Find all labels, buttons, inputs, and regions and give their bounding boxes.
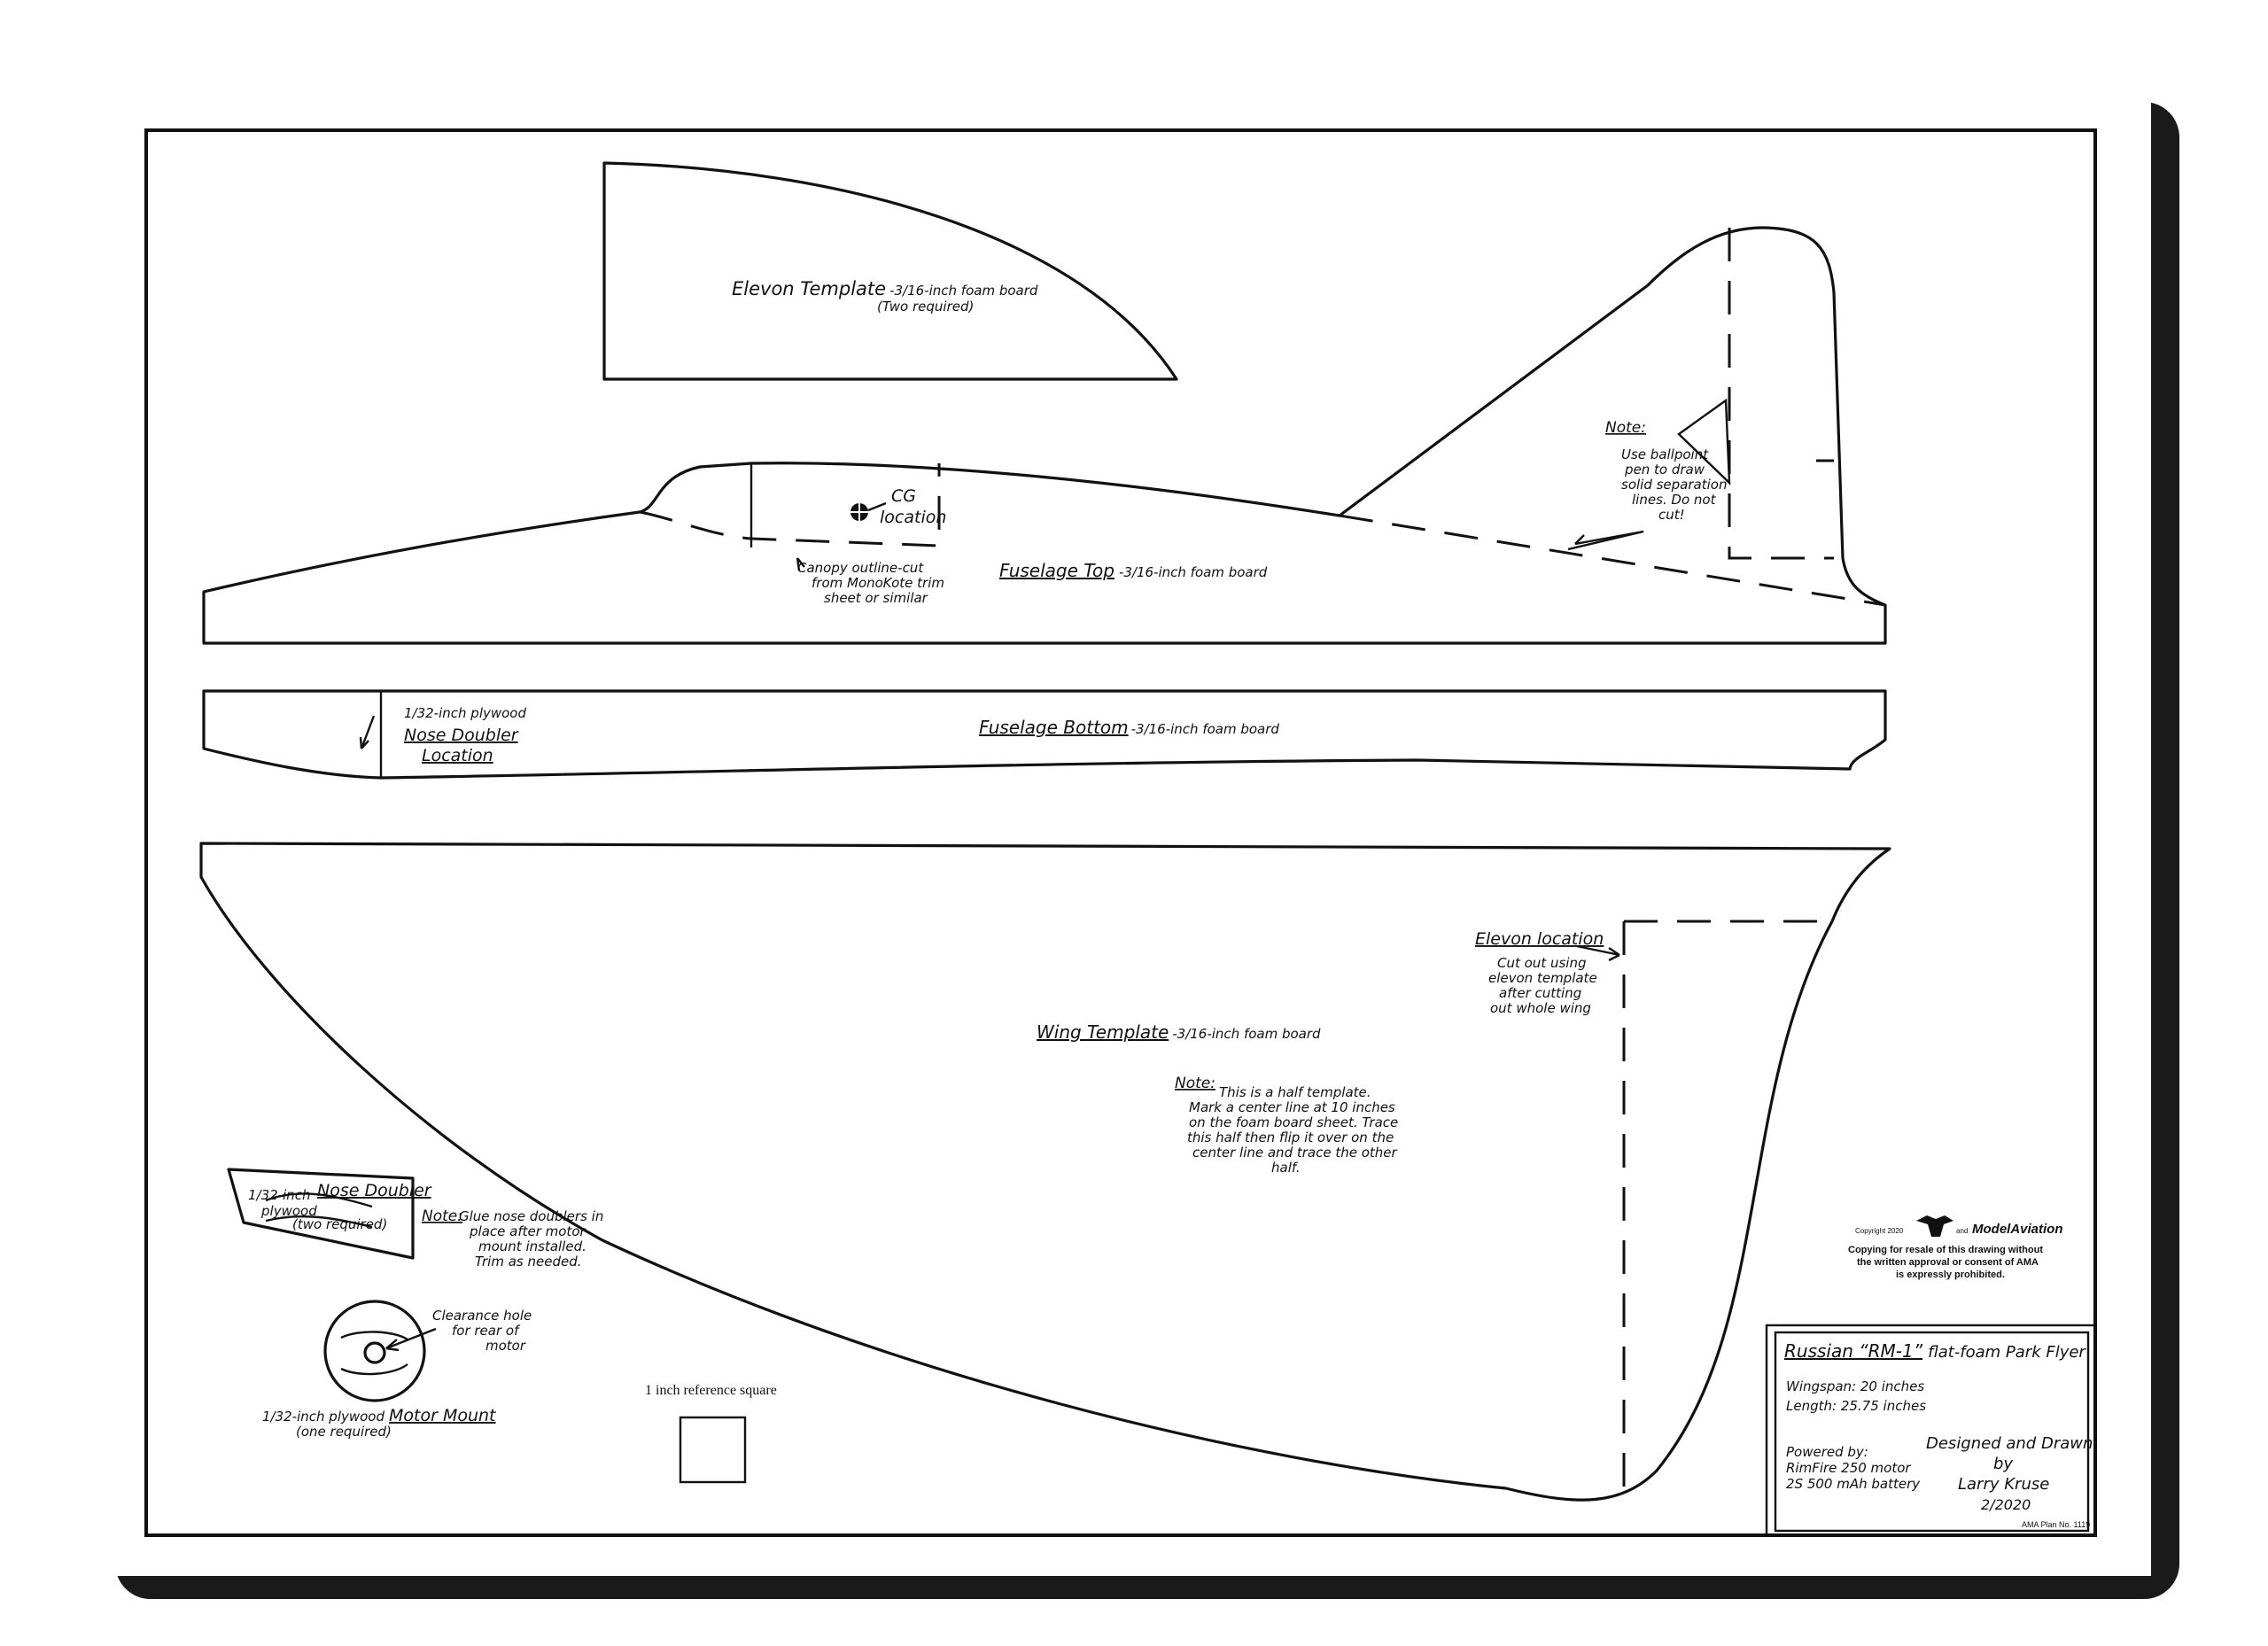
fuselage-top-title: Fuselage Top [999, 560, 1115, 581]
clearance-hole-line-2: for rear of [452, 1323, 521, 1339]
model-aviation-logo: ModelAviation [1972, 1222, 2063, 1237]
fuselage-top-material: -3/16-inch foam board [1119, 564, 1268, 580]
battery-spec: 2S 500 mAh battery [1786, 1476, 1921, 1492]
svg-text:Russian “RM-1”flat-foam Park F: Russian “RM-1” flat-foam Park Flyer [1784, 1340, 2086, 1362]
fuselage-bottom-title: Fuselage Bottom [979, 717, 1129, 738]
svg-text:Fuselage Top-3/16-inch foam bo: Fuselage Top-3/16-inch foam board [999, 560, 1268, 581]
length-spec: Length: 25.75 inches [1786, 1398, 1926, 1414]
copyright-notice-2: the written approval or consent of AMA [1857, 1257, 2039, 1268]
drawing-border [144, 128, 2097, 1537]
plywood-label: 1/32-inch plywood [404, 705, 526, 721]
elevon-template-title: Elevon Template [732, 278, 886, 299]
wing-template: Elevon location Cut out using elevon tem… [199, 842, 1891, 1502]
fuselage-top: CG location Canopy outline-cut from Mono… [202, 226, 1887, 645]
elevon-template-qty: (Two required) [877, 299, 974, 314]
copyright-and: and [1956, 1227, 1968, 1235]
copyright-block: Copyright 2020 and ModelAviation Copying… [1848, 1215, 2063, 1280]
elevon-location-line-4: out whole wing [1490, 1000, 1591, 1016]
powered-by-label: Powered by: [1786, 1444, 1868, 1460]
wing-note-heading: Note: [1175, 1075, 1216, 1092]
nose-doubler-plywood-1: 1/32-inch [248, 1187, 311, 1203]
motor-mount-title: Motor Mount [389, 1406, 497, 1425]
elevon-location-label: Elevon location [1475, 929, 1604, 949]
design-date: 2/2020 [1981, 1496, 2031, 1513]
nose-doubler-note-4: Trim as needed. [475, 1254, 582, 1269]
wing-note-line-3: on the foam board sheet. Trace [1189, 1114, 1398, 1130]
copyright-notice-1: Copying for resale of this drawing witho… [1848, 1245, 2043, 1255]
plan-number: AMA Plan No. 1119 [2022, 1520, 2090, 1529]
wing-note-line-6: half. [1271, 1160, 1301, 1176]
designed-label: Designed and Drawn [1926, 1434, 2093, 1453]
reference-square-box [679, 1416, 747, 1484]
title-block-title: Russian “RM-1” [1784, 1340, 1923, 1362]
clearance-hole-line-3: motor [485, 1338, 526, 1354]
svg-text:Fuselage Bottom-3/16-inch foam: Fuselage Bottom-3/16-inch foam board [979, 717, 1279, 738]
clearance-hole-line-1: Clearance hole [432, 1308, 532, 1324]
fuselage-note-line-2: pen to draw [1624, 462, 1705, 477]
elevon-location-line-3: after cutting [1499, 985, 1581, 1001]
title-block: Russian “RM-1” flat-foam Park Flyer Wings… [1765, 1324, 2097, 1537]
nose-doubler-qty: (two required) [292, 1216, 387, 1232]
fuselage-note-line-1: Use ballpoint [1621, 446, 1709, 462]
wingspan-spec: Wingspan: 20 inches [1786, 1378, 1924, 1394]
fuselage-note-line-3: solid separation [1621, 477, 1727, 493]
wing-note-line-1: This is a half template. [1219, 1084, 1371, 1100]
nose-doubler-plywood-2: plywood [260, 1203, 317, 1219]
nose-doubler-note-heading: Note: [422, 1207, 462, 1225]
elevon-location-line-2: elevon template [1488, 970, 1597, 986]
svg-text:Wing Template-3/16-inch foam b: Wing Template-3/16-inch foam board [1037, 1021, 1321, 1043]
elevon-template: Elevon Template-3/16-inch foam board (Tw… [602, 161, 1178, 381]
wing-note-line-2: Mark a center line at 10 inches [1189, 1099, 1395, 1115]
motor-mount-plywood: 1/32-inch plywood [262, 1409, 384, 1425]
cg-location-label: location [880, 508, 946, 527]
reference-square-label: 1 inch reference square [645, 1383, 777, 1398]
wing-note-line-4: this half then flip it over on the [1187, 1130, 1394, 1145]
fuselage-bottom: 1/32-inch plywood Nose Doubler Location … [202, 689, 1887, 780]
designed-by: by [1993, 1455, 2013, 1473]
cg-label: CG [891, 486, 916, 506]
nose-doubler-location-1: Nose Doubler [404, 726, 519, 745]
nose-doubler-note-1: Glue nose doublers in [459, 1208, 603, 1224]
fuselage-bottom-material: -3/16-inch foam board [1131, 721, 1280, 737]
sheet [96, 85, 2151, 1576]
nose-doubler-location-2: Location [422, 746, 493, 765]
canopy-note-3: sheet or similar [824, 590, 928, 606]
reference-square: 1 inch reference square [645, 1383, 777, 1484]
wing-template-title: Wing Template [1037, 1021, 1169, 1043]
fuselage-note-line-5: cut! [1658, 507, 1685, 523]
nose-doubler-note-2: place after motor [469, 1223, 586, 1239]
wing-template-material: -3/16-inch foam board [1172, 1026, 1321, 1042]
elevon-template-material: -3/16-inch foam board [889, 283, 1038, 299]
canopy-note-2: from MonoKote trim [812, 575, 944, 591]
nose-doubler-title: Nose Doubler [317, 1181, 432, 1200]
ama-eagle-logo [1916, 1215, 1953, 1237]
nose-doubler-note-3: mount installed. [478, 1238, 586, 1254]
fuselage-note-line-4: lines. Do not [1632, 492, 1717, 508]
svg-text:Elevon Template-3/16-inch foam: Elevon Template-3/16-inch foam board [732, 278, 1038, 299]
designer-name: Larry Kruse [1958, 1475, 2049, 1494]
motor-spec: RimFire 250 motor [1786, 1460, 1911, 1476]
nose-doubler-part: 1/32-inch plywood Nose Doubler (two requ… [227, 1168, 603, 1269]
motor-mount-circle [323, 1300, 426, 1402]
canopy-note-1: Canopy outline-cut [797, 560, 924, 576]
elevon-location-line-1: Cut out using [1497, 955, 1586, 971]
clearance-hole [363, 1341, 386, 1364]
fuselage-note-heading: Note: [1605, 419, 1646, 437]
motor-mount-part: Clearance hole for rear of motor 1/32-in… [262, 1300, 532, 1440]
motor-mount-qty: (one required) [296, 1424, 392, 1440]
wing-note-line-5: center line and trace the other [1192, 1145, 1398, 1161]
copyright-line: Copyright 2020 [1855, 1227, 1904, 1235]
copyright-notice-3: is expressly prohibited. [1896, 1269, 2005, 1280]
title-block-subtitle: flat-foam Park Flyer [1928, 1343, 2086, 1362]
